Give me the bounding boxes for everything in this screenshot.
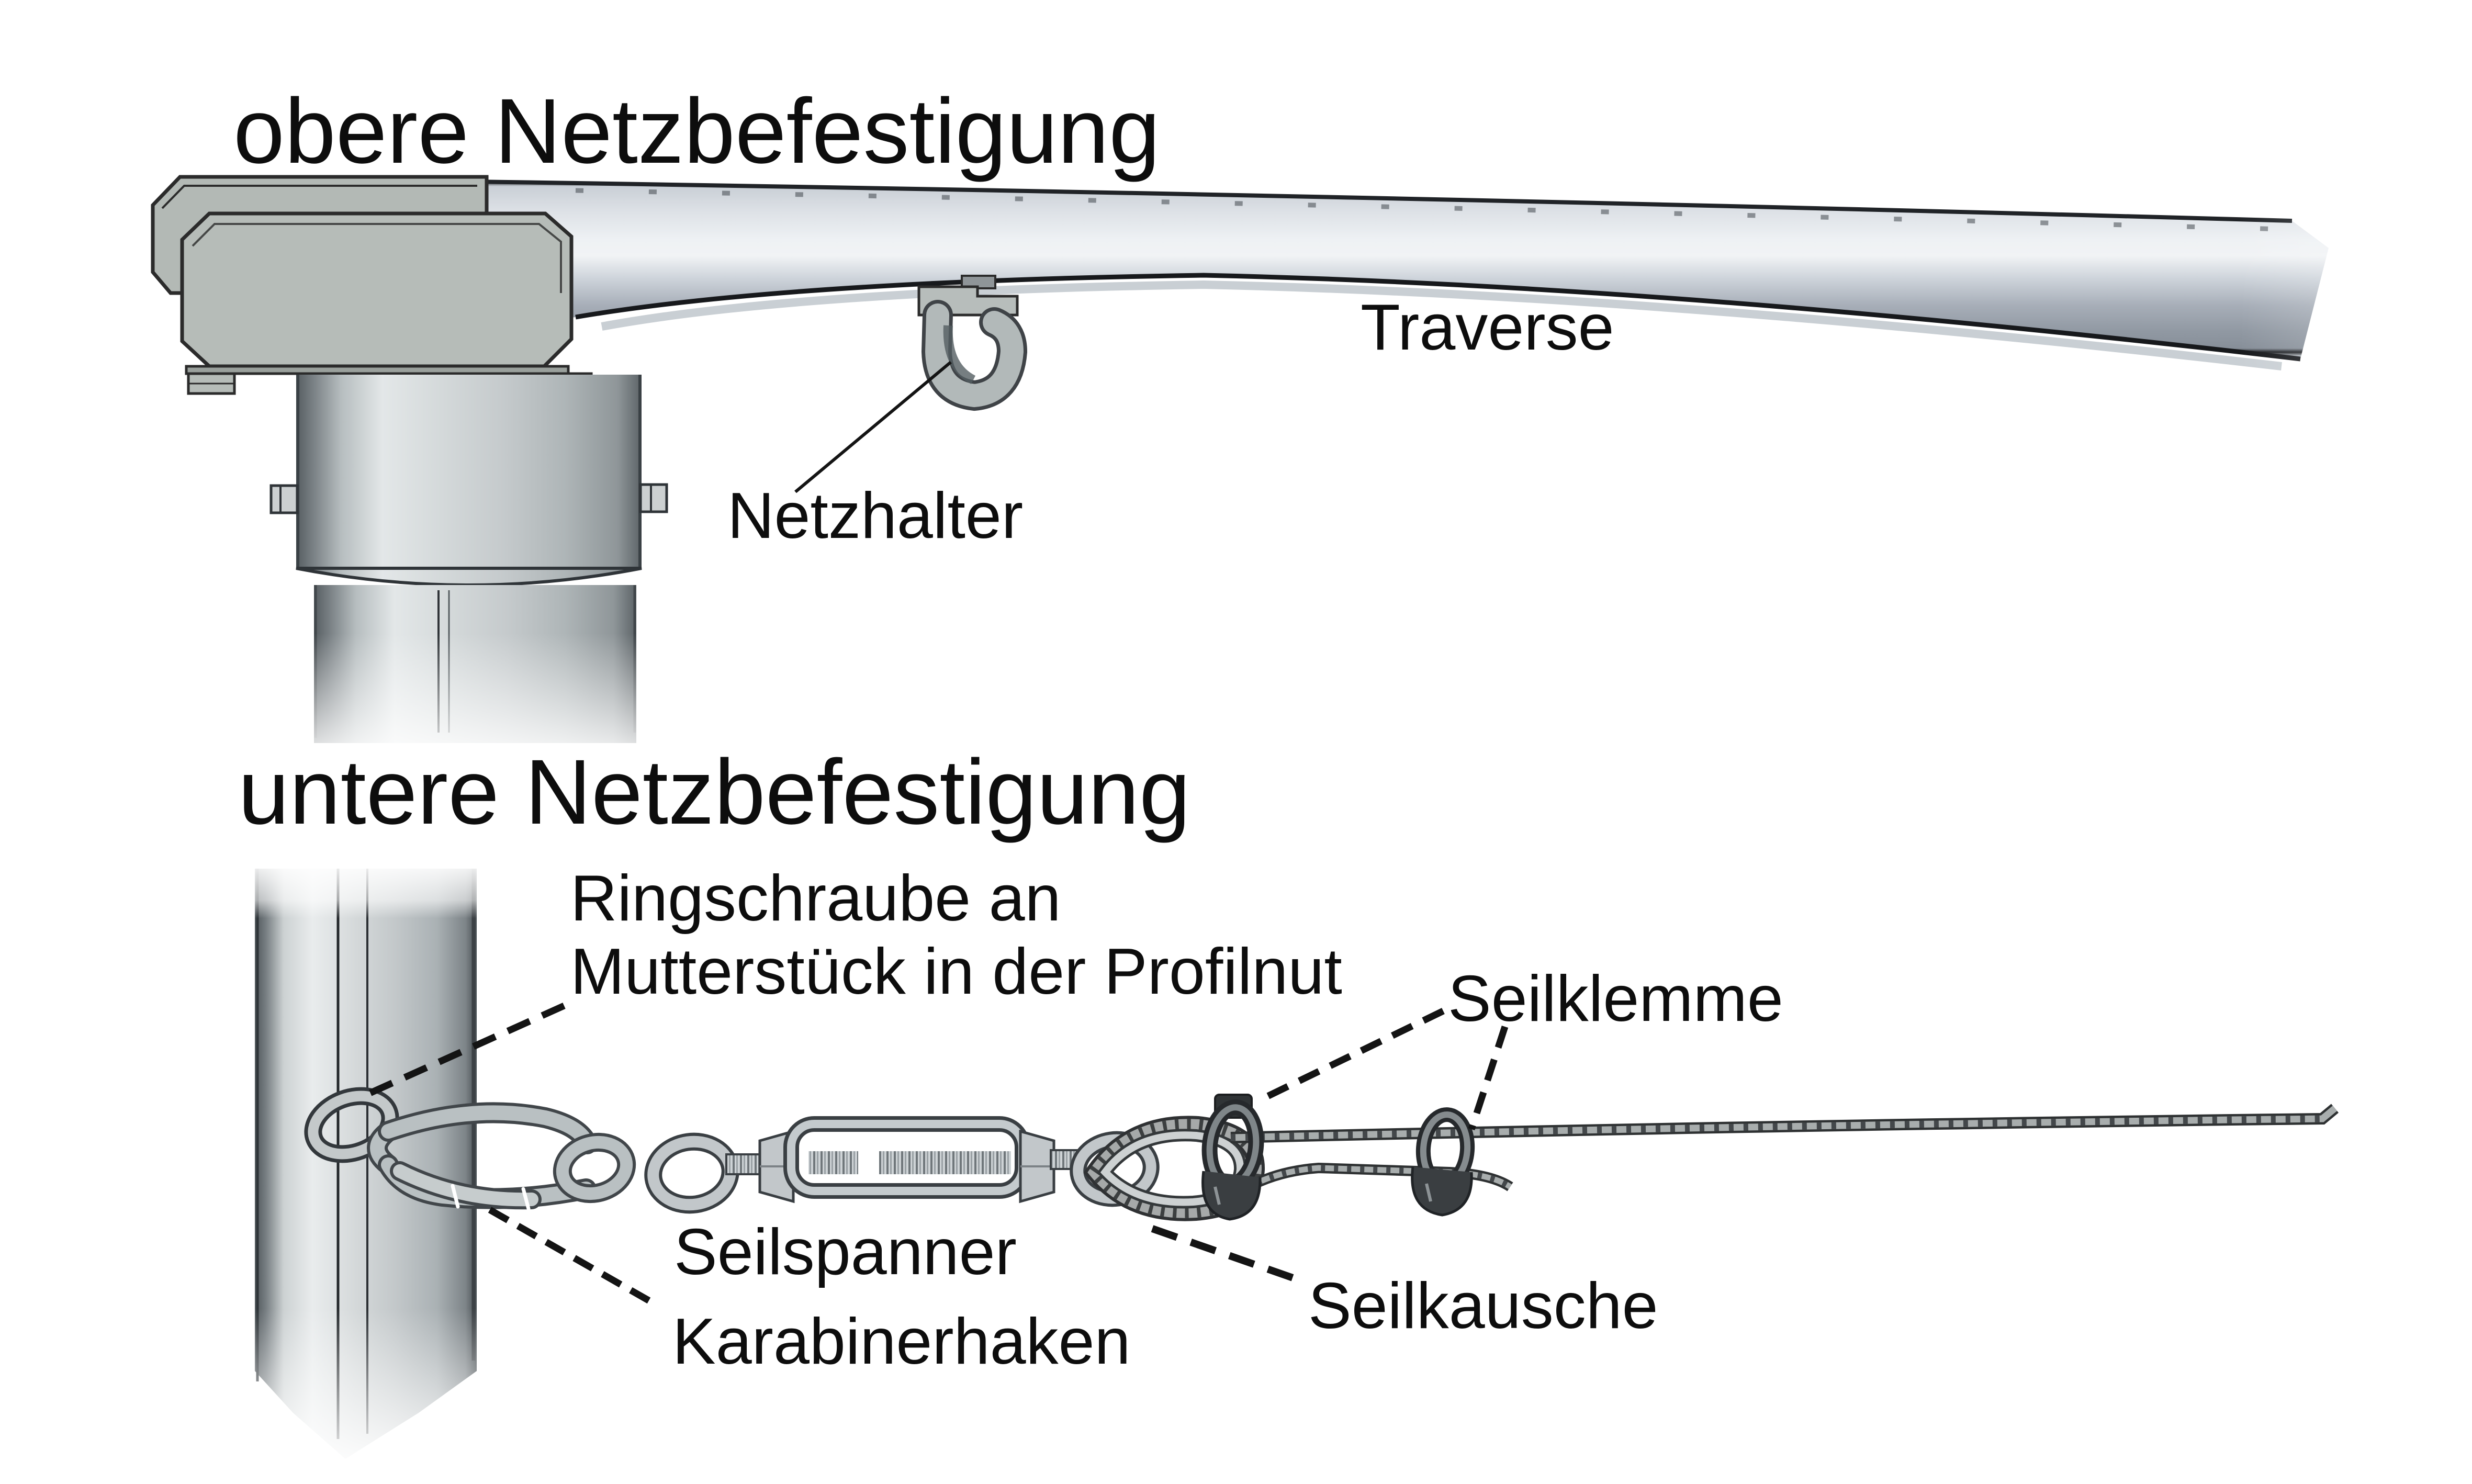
label-netzhalter: Netzhalter <box>727 480 1024 552</box>
collar-bolt-right <box>639 483 668 513</box>
ring-screw <box>304 1087 399 1163</box>
carabiner <box>367 1102 636 1211</box>
label-ringschraube-line1: Ringschraube an <box>570 862 1061 935</box>
label-seilkausche: Seilkausche <box>1308 1270 1658 1342</box>
turnbuckle-left-eye <box>644 1132 739 1214</box>
leader-seilklemme-2 <box>1468 1025 1509 1131</box>
leader-seilkausche <box>1151 1225 1300 1284</box>
upper-section-title: obere Netzbefestigung <box>233 80 1160 183</box>
net-holder-hook <box>917 275 1028 411</box>
carabiner-nose-ring <box>553 1132 636 1204</box>
steel-cable <box>1221 1104 2339 1208</box>
leader-karabinerhaken <box>488 1207 655 1306</box>
traverse-beam <box>439 179 2472 392</box>
turnbuckle <box>644 1116 1160 1214</box>
leader-seilklemme-1 <box>1261 1008 1445 1102</box>
upper-post <box>269 375 668 772</box>
lower-post <box>238 858 495 1476</box>
lower-section-title: untere Netzbefestigung <box>238 741 1190 844</box>
label-seilspanner: Seilspanner <box>674 1216 1017 1288</box>
lower-post-bottom-fade <box>238 1308 495 1476</box>
rope-clamp-2 <box>1411 1107 1475 1217</box>
thimble-cable-texture <box>1087 1119 1262 1218</box>
label-ringschraube-line2: Mutterstück in der Profilnut <box>570 936 1342 1008</box>
lower-post-top-fade <box>246 858 487 918</box>
collar-rim <box>296 567 642 587</box>
turnbuckle-left-rod <box>725 1153 763 1175</box>
label-traverse: Traverse <box>1361 291 1614 364</box>
label-ringschraube: Ringschraube an Mutterstück in der Profi… <box>570 862 1342 1008</box>
upper-post-collar <box>296 375 642 568</box>
rope-thimble <box>1083 1116 1265 1221</box>
bracket-front-plate <box>180 211 574 368</box>
leader-netzhalter <box>794 361 952 493</box>
bracket-flange <box>185 365 570 375</box>
clamp1-saddle <box>1201 1171 1262 1221</box>
beam-end-fade <box>2240 194 2472 392</box>
label-karabinerhaken: Karabinerhaken <box>672 1306 1131 1378</box>
label-seilklemme: Seilklemme <box>1448 963 1783 1035</box>
hook-inner-shadow <box>943 325 976 385</box>
upper-post-fade <box>290 633 667 772</box>
collar-bolt-left <box>269 484 299 514</box>
rope-clamp-1 <box>1201 1094 1264 1221</box>
clamp2-saddle <box>1411 1166 1473 1217</box>
